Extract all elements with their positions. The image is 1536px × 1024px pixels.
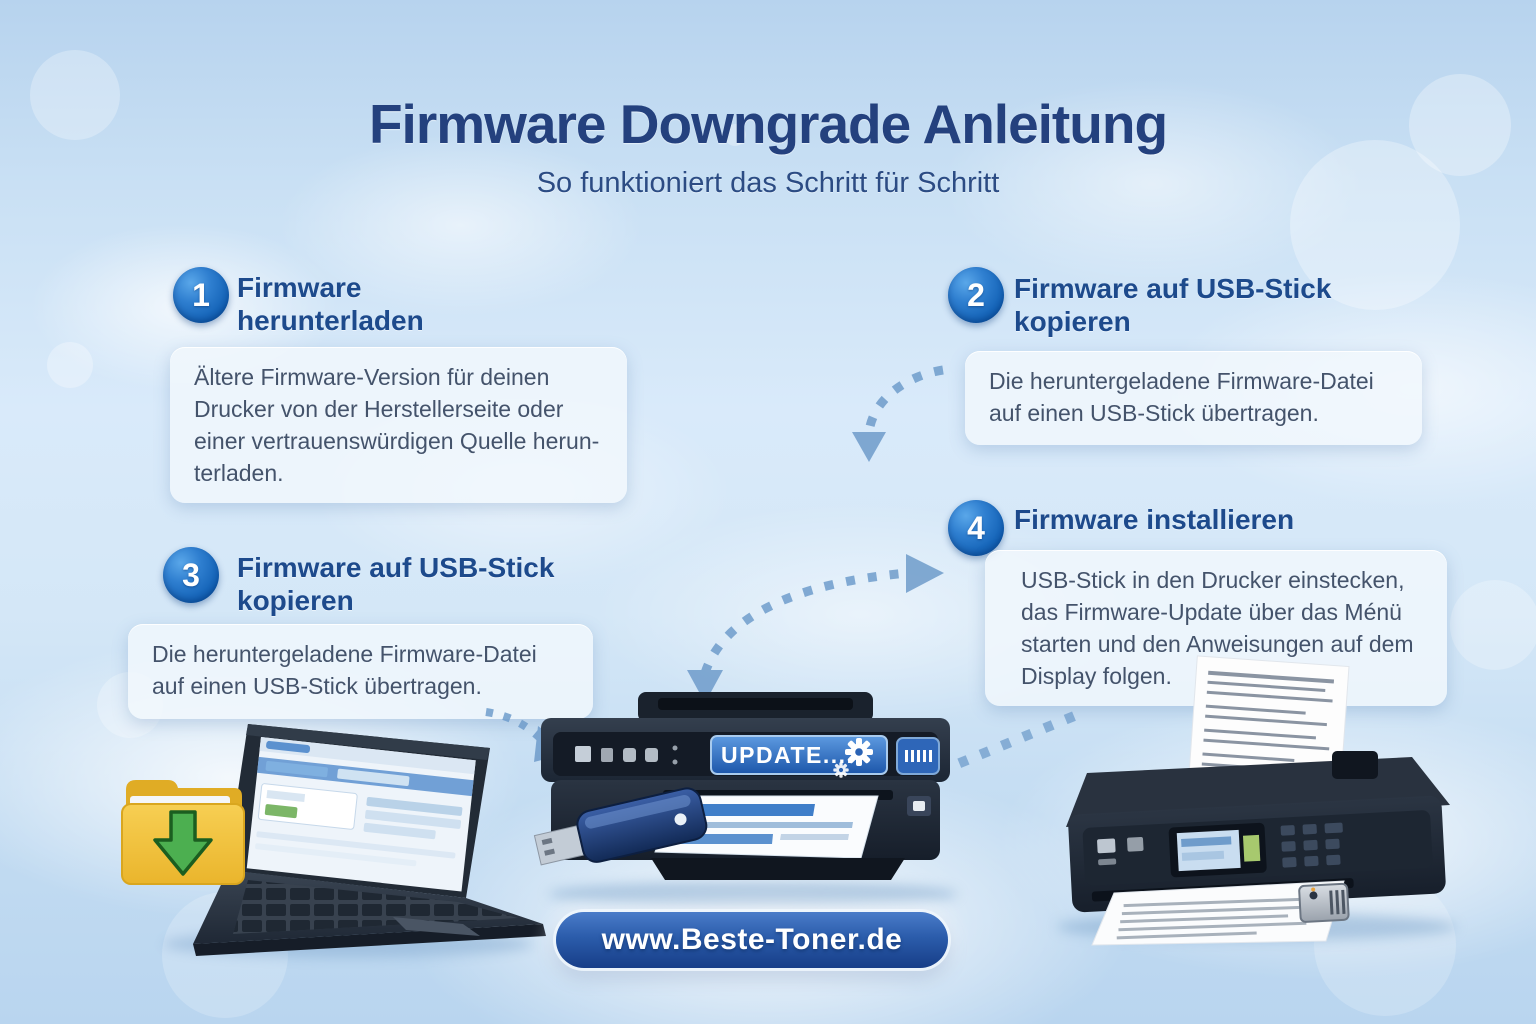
step-3-desc-line: auf einen USB-Stick übertragen. [152,673,482,699]
step-4-badge: 4 [948,500,1004,556]
output-tray [651,858,905,880]
printed-page [654,795,879,859]
laptop-illustration [121,724,546,958]
step-4-desc-line: das Firmware-Update über das Ménü [1021,599,1402,625]
step-2-desc-line: Die heruntergeladene Firmware-Datei [989,368,1374,394]
arrowhead-down [687,670,723,703]
step-1-title: Firmware herunterladen [237,271,424,337]
step-4-desc-line: starten und den Anweisungen auf dem [1021,631,1414,657]
step-4-desc-line: USB-Stick in den Drucker einstecken, [1021,567,1405,593]
gear-icon [845,738,873,766]
step-4-title-line1: Firmware installieren [1014,504,1295,535]
step-1-desc-line: terladen. [194,460,284,486]
step-1-desc-line: Drucker von der Herstellerseite oder [194,396,564,422]
printer-side-button [896,737,940,775]
step-2-description: Die heruntergeladene Firmware-Datei auf … [965,351,1422,445]
step-4-title: Firmware installieren [1014,503,1294,536]
page-title: Firmware Downgrade Anleitung [368,93,1168,155]
printer-install-illustration [1057,655,1457,946]
download-arrow-icon [153,810,213,876]
step-3-description: Die heruntergeladene Firmware-Datei auf … [128,624,593,719]
touchpad [393,917,480,936]
printer-lcd [1168,822,1267,878]
step-4-desc-line: Display folgen. [1021,663,1172,689]
arrowhead-right [906,554,944,593]
laptop-base [193,870,546,956]
page-subtitle: So funktioniert das Schritt für Schritt [536,167,1000,199]
step-1-desc-line: Ältere Firmware-Version für deinen [194,364,550,390]
step-4-description: USB-Stick in den Drucker einstecken, das… [985,550,1447,706]
step-3-title-line2: kopieren [237,585,354,616]
step-1-title-line2: herunterladen [237,305,424,336]
dashed-line-printer-to-printer [936,707,1086,777]
website-button[interactable]: www.Beste-Toner.de [556,912,948,968]
step-3-desc-line: Die heruntergeladene Firmware-Datei [152,641,537,667]
step-1-desc-line: einer vertrauenswürdigen Quelle herun- [194,428,600,454]
step-3-badge: 3 [163,547,219,603]
step-2-title-line1: Firmware auf USB-Stick [1014,273,1332,304]
printer-update-illustration: UPDATE.... [533,692,958,907]
step-3-title: Firmware auf USB-Stick kopieren [237,551,554,617]
keyboard [233,880,518,934]
panel-buttons [1280,822,1343,868]
dashed-arrow-step2-down [852,365,944,462]
step-1-description: Ältere Firmware-Version für deinen Druck… [170,347,627,503]
website-label: www.Beste-Toner.de [601,923,903,956]
step-1-title-line1: Firmware [237,272,362,303]
arrowhead-down [852,432,886,462]
printer-panel-icons [575,745,678,765]
small-gear-icon [833,762,849,778]
update-display-text: UPDATE.... [721,742,854,768]
step-3-title-line1: Firmware auf USB-Stick [237,552,555,583]
step-2-title-line2: kopieren [1014,306,1131,337]
step-2-desc-line: auf einen USB-Stick übertragen. [989,400,1319,426]
dashed-arrow-printer-to-step4 [687,554,944,703]
usb-dongle-icon [1298,882,1350,923]
download-folder-icon [121,780,245,885]
output-paper [1091,880,1345,946]
usb-stick-icon [533,787,708,866]
step-1-badge: 1 [173,267,229,323]
step-2-badge: 2 [948,267,1004,323]
step-2-title: Firmware auf USB-Stick kopieren [1014,272,1331,338]
printer-shadow [548,881,958,907]
update-display: UPDATE.... [710,735,888,778]
laptop-screen [226,724,490,898]
